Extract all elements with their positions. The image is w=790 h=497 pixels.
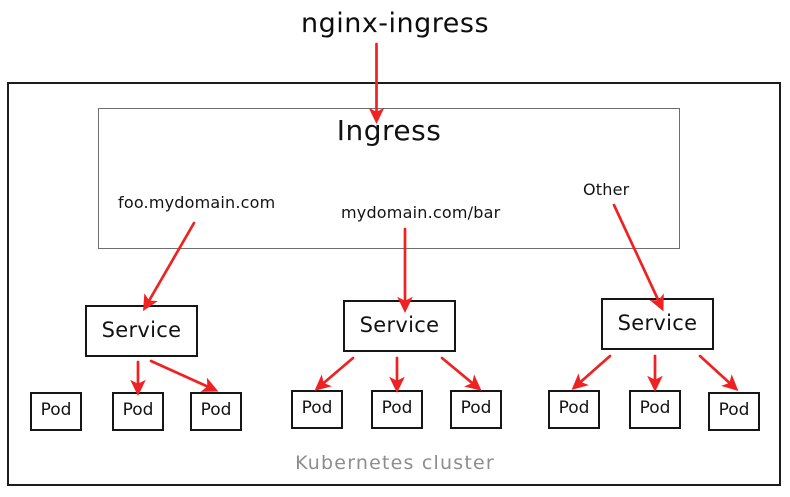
ingress-box [98, 108, 680, 249]
cluster-caption: Kubernetes cluster [295, 452, 495, 474]
pod-box-3-3 [708, 392, 760, 431]
pod-label-1-3: Pod [200, 400, 232, 420]
pod-box-2-3 [450, 390, 502, 429]
service-label-1: Service [101, 318, 182, 342]
service-box-1 [85, 305, 198, 357]
pod-box-1-1 [30, 392, 82, 431]
pod-label-2-3: Pod [460, 398, 492, 418]
page-title: nginx-ingress [300, 8, 490, 39]
service-label-2: Service [359, 313, 440, 337]
pod-label-2-1: Pod [301, 398, 333, 418]
pod-box-3-1 [548, 390, 600, 429]
pod-box-2-1 [291, 390, 343, 429]
pod-label-3-3: Pod [718, 400, 750, 420]
ingress-label: Ingress [336, 114, 442, 147]
pod-label-3-1: Pod [558, 398, 590, 418]
kubernetes-cluster-boundary [7, 82, 781, 486]
pod-label-3-2: Pod [639, 398, 671, 418]
ingress-rule-path-bar: mydomain.com/bar [341, 203, 501, 222]
service-label-3: Service [617, 311, 698, 335]
pod-label-1-1: Pod [40, 400, 72, 420]
ingress-rule-host-foo: foo.mydomain.com [118, 193, 276, 212]
pod-box-1-3 [190, 392, 242, 431]
pod-label-1-2: Pod [122, 400, 154, 420]
ingress-rule-other: Other [583, 180, 630, 199]
pod-label-2-2: Pod [381, 398, 413, 418]
